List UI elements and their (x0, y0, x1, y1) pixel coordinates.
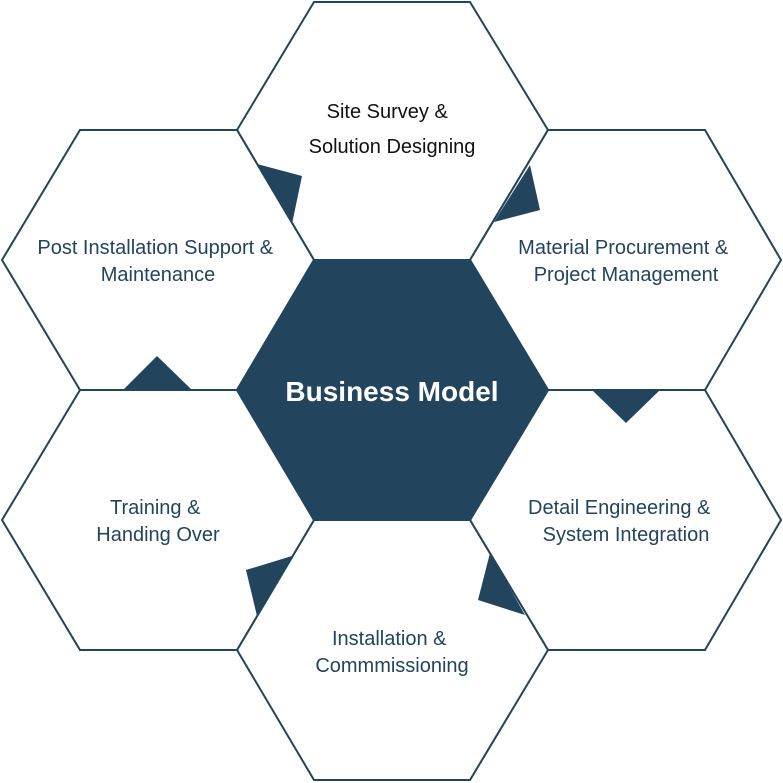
label-training: Training & Handing Over (96, 497, 220, 546)
arrow-survey-to-procurement (494, 165, 540, 222)
label-post-installation: Post Installation Support & Maintenance (37, 237, 278, 286)
arrow-post-installation-to-survey (257, 164, 302, 224)
arrow-installation-to-training (246, 556, 292, 616)
label-site-survey: Site Survey & Solution Designing (309, 101, 476, 158)
label-detail-engineering: Detail Engineering & System Integration (528, 497, 716, 546)
label-installation: Installation & Commmissioning (315, 628, 468, 677)
arrow-procurement-to-engineering (592, 390, 660, 423)
label-material-procurement: Material Procurement & Project Managemen… (518, 237, 734, 286)
arrow-engineering-to-installation (478, 553, 525, 615)
label-center: Business Model (285, 376, 498, 407)
hex-center (235, 259, 550, 521)
arrow-training-to-post-installation (123, 356, 192, 390)
